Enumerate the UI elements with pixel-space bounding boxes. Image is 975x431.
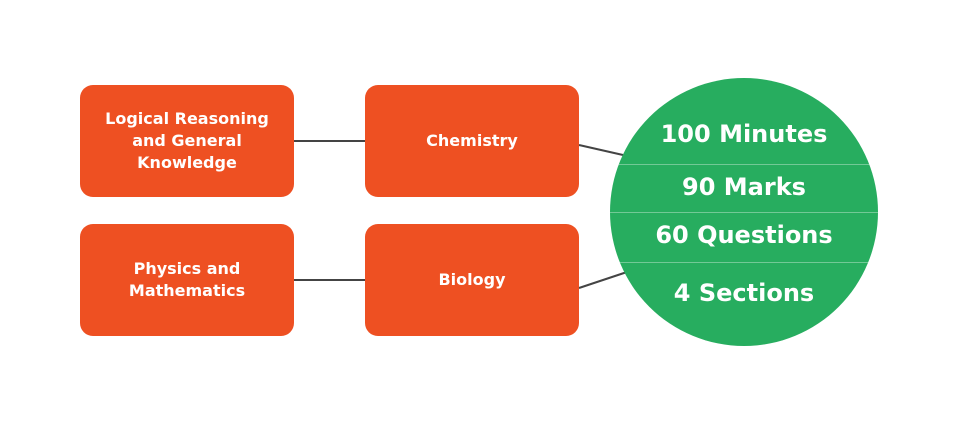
connector-biology-circle: [578, 271, 628, 289]
label-line: Logical Reasoning: [105, 109, 269, 128]
stat-divider: [610, 164, 878, 165]
section-label-biology: Biology: [438, 270, 506, 289]
stat-questions: 60 Questions: [655, 221, 833, 249]
section-label-physics-mathematics: Physics and Mathematics: [129, 258, 245, 302]
stat-sections: 4 Sections: [673, 279, 815, 307]
stat-divider: [610, 262, 878, 263]
stat-divider: [610, 212, 878, 213]
label-line: and General: [132, 131, 242, 150]
section-box-biology: Biology: [365, 224, 579, 336]
section-box-logical-reasoning: Logical Reasoning and General Knowledge: [80, 85, 294, 197]
label-line: Physics and: [133, 259, 241, 278]
stat-marks: 90 Marks: [682, 173, 806, 201]
section-box-physics-mathematics: Physics and Mathematics: [80, 224, 294, 336]
section-box-chemistry: Chemistry: [365, 85, 579, 197]
label-line: Knowledge: [137, 153, 237, 172]
section-label-chemistry: Chemistry: [426, 131, 518, 150]
label-line: Mathematics: [128, 281, 246, 300]
section-label-logical-reasoning: Logical Reasoning and General Knowledge: [105, 108, 269, 174]
stat-duration: 100 Minutes: [660, 120, 828, 148]
exam-summary-circle: 100 Minutes 90 Marks 60 Questions 4 Sect…: [610, 78, 878, 346]
connector-chemistry-circle: [578, 144, 624, 156]
